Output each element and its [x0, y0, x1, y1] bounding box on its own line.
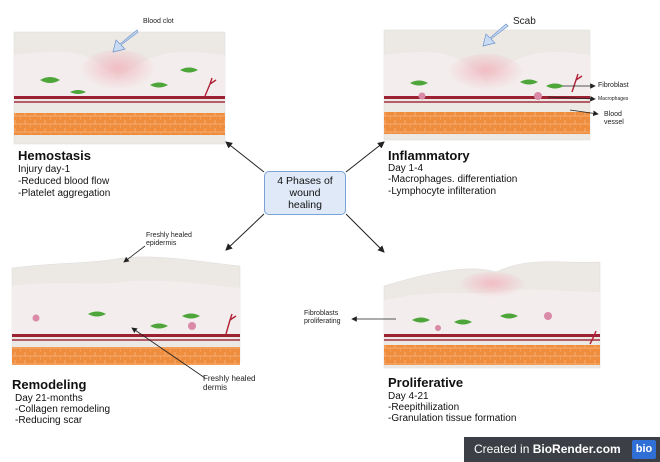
label-fibroblast: Fibroblast — [598, 82, 629, 89]
remodeling-line-1: Day 21-months — [15, 393, 83, 404]
badge-prefix: Created in — [474, 442, 533, 456]
label-dermis-2: dermis — [203, 383, 228, 392]
hemostasis-title: Hemostasis — [18, 148, 91, 163]
hemostasis-skin-panel — [13, 29, 226, 145]
inflammatory-line-1: Day 1-4 — [388, 163, 424, 174]
inflammatory-title: Inflammatory — [388, 148, 470, 163]
label-epidermis-1: Freshly healed — [146, 232, 192, 239]
connector-arrows — [225, 141, 385, 253]
remodeling-skin-panel — [11, 245, 241, 379]
proliferative-line-2: -Reepithilization — [388, 402, 460, 413]
proliferative-skin-panel — [351, 261, 601, 369]
remodeling-title: Remodeling — [12, 377, 87, 392]
label-scab: Scab — [513, 16, 536, 27]
label-epidermis-2: epidermis — [146, 240, 177, 247]
proliferative-line-1: Day 4-21 — [388, 391, 429, 402]
center-line-2: wound — [289, 187, 321, 199]
label-macrophages: Macrophages — [598, 96, 629, 102]
label-dermis-1: Freshly healed — [203, 374, 256, 383]
label-fibroblasts-2: proliferating — [304, 318, 341, 325]
badge-brand: BioRender.com — [532, 442, 621, 456]
label-blood-vessel-2: vessel — [604, 119, 624, 126]
label-blood-vessel-1: Blood — [604, 111, 622, 118]
hemostasis-line-1: Injury day-1 — [18, 164, 71, 175]
hemostasis-line-3: -Platelet aggregation — [18, 188, 111, 199]
center-line-3: healing — [288, 199, 322, 211]
label-fibroblasts-1: Fibroblasts — [304, 310, 339, 317]
proliferative-title: Proliferative — [388, 375, 464, 390]
inflammatory-skin-panel — [383, 23, 599, 141]
blood-clot-arrow-icon — [112, 29, 139, 53]
biorender-badge: Created in BioRender.com bio — [464, 437, 660, 462]
label-blood-clot: Blood clot — [143, 18, 174, 25]
center-line-1: 4 Phases of — [277, 175, 333, 187]
inflammatory-line-3: -Lymphocyte infilteration — [388, 186, 497, 197]
center-title-box: 4 Phases of wound healing — [264, 171, 346, 215]
hemostasis-line-2: -Reduced blood flow — [18, 176, 110, 187]
proliferative-line-3: -Granulation tissue formation — [388, 413, 517, 424]
scab-arrow-icon — [482, 23, 509, 47]
inflammatory-line-2: -Macrophages. differentiation — [388, 174, 518, 185]
bio-logo-icon: bio — [632, 440, 656, 459]
remodeling-line-3: -Reducing scar — [15, 415, 83, 426]
remodeling-line-2: -Collagen remodeling — [15, 404, 111, 415]
